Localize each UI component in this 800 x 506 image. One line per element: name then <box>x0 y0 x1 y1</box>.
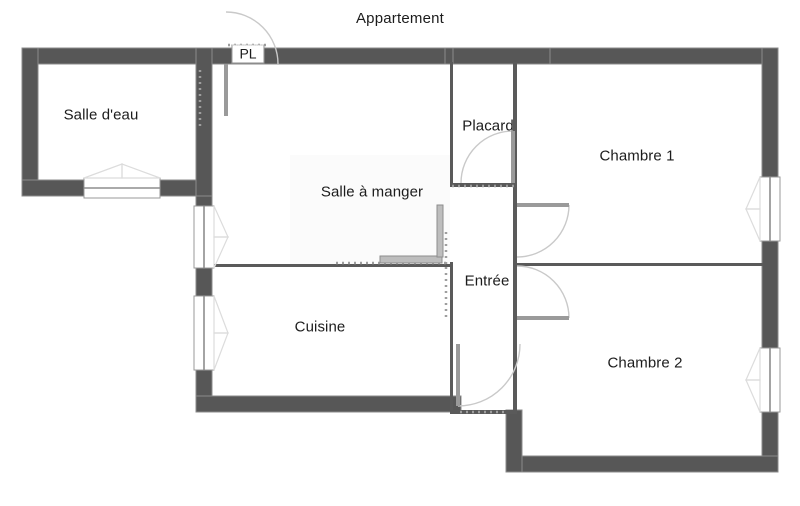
room-label-chambre-2: Chambre 2 <box>607 354 683 372</box>
placard-door-arc <box>460 130 514 184</box>
entree-left-upper <box>450 62 453 186</box>
ext-bottom-right <box>505 455 779 473</box>
chambre1-window-swing <box>745 176 761 242</box>
chambre2-window-swing <box>745 347 761 413</box>
ext-left-upper <box>21 47 39 197</box>
floor-tints <box>290 155 450 265</box>
door-swings-group <box>224 11 570 407</box>
entree-bottom <box>450 410 517 414</box>
room-label-cuisine: Cuisine <box>294 318 346 336</box>
room-label-placard: Placard <box>462 117 514 135</box>
walls-group <box>21 47 779 473</box>
chambre2-door-arc <box>516 265 570 319</box>
room-label-chambre-1: Chambre 1 <box>599 147 675 165</box>
ext-right-middle <box>761 239 779 351</box>
salle-manger-floor <box>290 155 450 265</box>
ext-right-upper <box>761 47 779 178</box>
room-label-salle-a-manger: Salle à manger <box>320 183 424 201</box>
ext-top-right <box>549 47 779 65</box>
salle-deau-right <box>195 47 213 197</box>
salle-cuisine-div <box>212 264 450 267</box>
tag-label-pl-closet: PL <box>231 44 265 64</box>
salle-cuisine-slider <box>379 255 443 264</box>
entree-door-arc <box>457 343 521 407</box>
room-label-salle-deau: Salle d'eau <box>63 106 139 124</box>
chambre2-left-lower <box>505 409 523 473</box>
page-title: Appartement <box>355 10 445 27</box>
entree-right <box>513 186 517 414</box>
salle-deau-window-swing <box>83 163 161 179</box>
placard-left-stub <box>444 47 454 65</box>
sliding-doors-group <box>379 204 444 264</box>
chambre-divider <box>517 263 763 266</box>
cuisine-window-2-swing <box>213 295 229 371</box>
placard-right <box>513 62 517 186</box>
windows-group <box>83 163 781 413</box>
cuisine-bottom <box>195 395 462 413</box>
salle-manger-jamb <box>436 204 444 258</box>
chambre1-door-arc <box>516 204 570 258</box>
entree-left-lower <box>450 262 453 410</box>
cuisine-window-1-swing <box>213 205 229 269</box>
room-label-entree: Entrée <box>464 272 510 290</box>
pl-door-arc <box>225 11 279 65</box>
ext-top-left <box>21 47 219 65</box>
